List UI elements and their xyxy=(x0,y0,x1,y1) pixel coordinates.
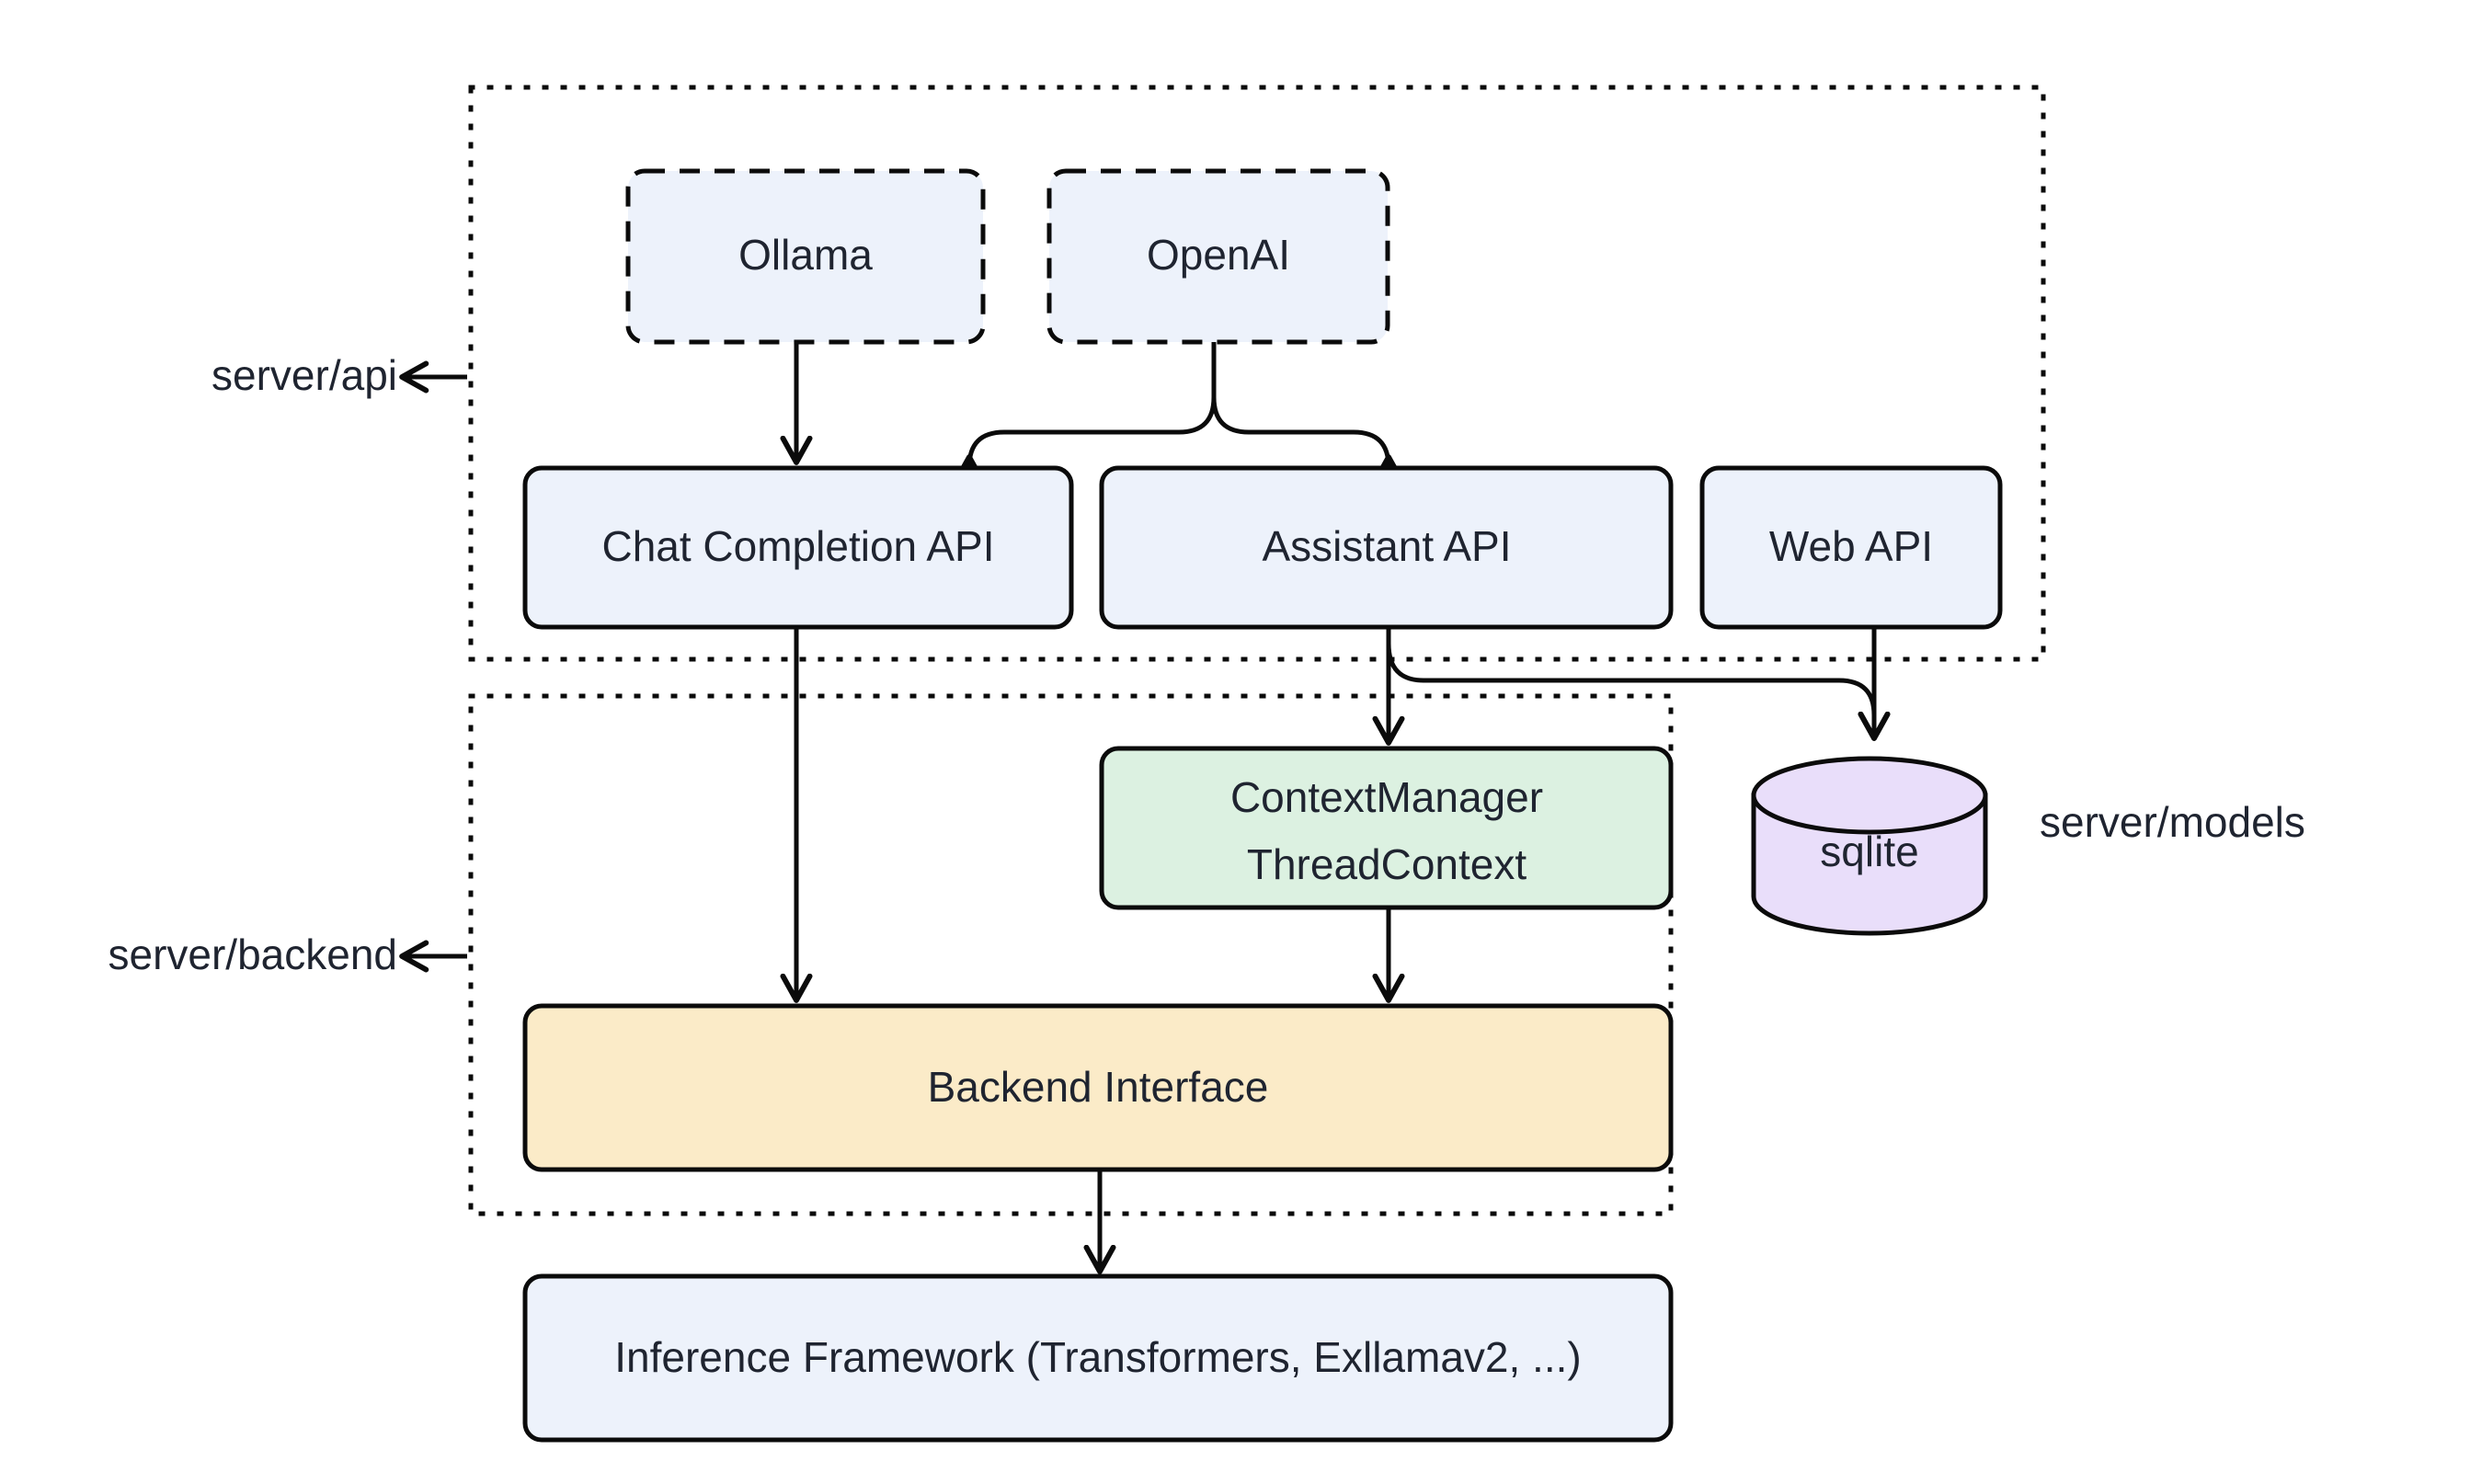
node-web-api[interactable]: Web API xyxy=(1699,465,2003,630)
node-context-manager[interactable]: ContextManager ThreadContext xyxy=(1099,746,1674,910)
node-openai-box[interactable] xyxy=(1046,168,1390,345)
node-openai[interactable]: OpenAI xyxy=(1046,168,1390,345)
node-chat-completion-api[interactable]: Chat Completion API xyxy=(522,465,1074,630)
node-backend-interface-box[interactable] xyxy=(522,1003,1674,1172)
node-backend-interface[interactable]: Backend Interface xyxy=(522,1003,1674,1172)
node-context-manager-label-line1: ContextManager xyxy=(1230,773,1543,821)
cluster-label-server-api: server/api xyxy=(212,351,397,399)
node-sqlite-body[interactable] xyxy=(1751,793,1988,936)
node-chat-completion-api-label: Chat Completion API xyxy=(601,522,994,570)
node-ollama[interactable]: Ollama xyxy=(625,168,986,345)
node-inference-framework[interactable]: Inference Framework (Transformers, Exlla… xyxy=(522,1273,1674,1443)
edge-openai-to-assistant-api xyxy=(1211,396,1405,485)
node-web-api-box[interactable] xyxy=(1699,465,2003,630)
cluster-label-server-backend: server/backend xyxy=(109,930,398,978)
node-ollama-box[interactable] xyxy=(625,168,986,345)
node-web-api-label: Web API xyxy=(1769,522,1933,570)
node-context-manager-label-line2: ThreadContext xyxy=(1247,840,1527,888)
node-backend-interface-label: Backend Interface xyxy=(928,1063,1269,1111)
cluster-server-backend xyxy=(468,693,1674,1216)
node-inference-framework-label: Inference Framework (Transformers, Exlla… xyxy=(614,1333,1581,1381)
node-sqlite-top[interactable] xyxy=(1751,756,1988,835)
node-context-manager-box[interactable] xyxy=(1099,746,1674,910)
node-sqlite-label: sqlite xyxy=(1820,828,1918,875)
node-assistant-api[interactable]: Assistant API xyxy=(1099,465,1674,630)
node-sqlite[interactable]: sqlite xyxy=(1751,756,1988,936)
cluster-server-api xyxy=(468,85,2046,662)
edge-openai-to-chat-completion-api xyxy=(953,396,1217,485)
node-assistant-api-box[interactable] xyxy=(1099,465,1674,630)
node-ollama-label: Ollama xyxy=(738,231,873,279)
node-chat-completion-api-box[interactable] xyxy=(522,465,1074,630)
node-openai-label: OpenAI xyxy=(1147,231,1290,279)
label-server-models: server/models xyxy=(2040,798,2305,846)
node-assistant-api-label: Assistant API xyxy=(1262,522,1511,570)
node-inference-framework-box[interactable] xyxy=(522,1273,1674,1443)
